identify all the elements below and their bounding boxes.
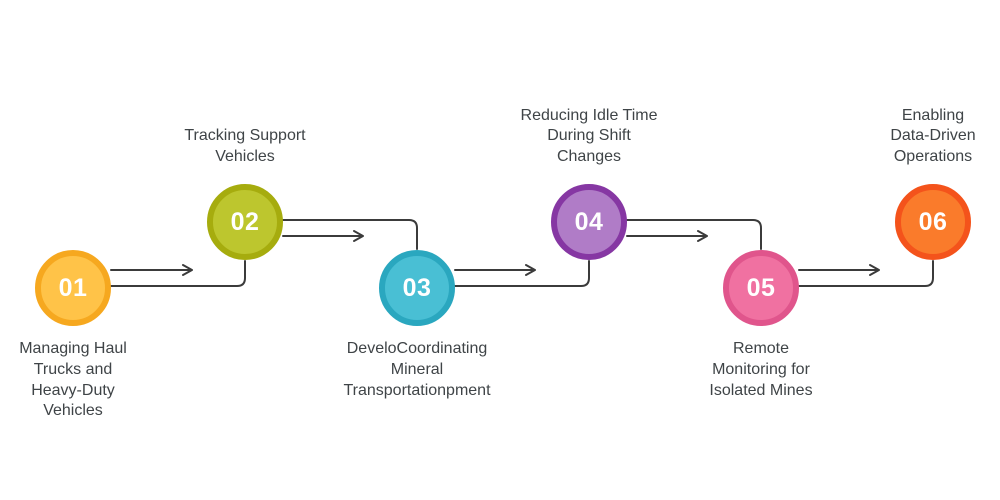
step-03-circle: 03 (379, 250, 455, 326)
step-04-label: Reducing Idle Time During Shift Changes (520, 106, 658, 166)
step-06-circle: 06 (895, 184, 971, 260)
step-06-number: 06 (918, 207, 948, 236)
arrow-03-04 (454, 264, 536, 276)
arrow-04-05 (626, 230, 708, 242)
arrow-02-03 (282, 230, 364, 242)
step-05-circle: 05 (723, 250, 799, 326)
step-03: 03 DeveloCoordinating Mineral Transporta… (343, 250, 491, 399)
connector-01-02 (110, 260, 246, 287)
arrow-05-06 (798, 264, 880, 276)
step-04: 04 Reducing Idle Time During Shift Chang… (521, 107, 657, 260)
step-06-label: Enabling Data-Driven Operations (890, 106, 976, 166)
step-01-number: 01 (58, 273, 88, 302)
step-02: 02 Tracking Support Vehicles (184, 127, 306, 260)
arrow-01-02 (110, 264, 193, 276)
step-06: 06 Enabling Data-Driven Operations (890, 107, 976, 260)
step-02-label: Tracking Support Vehicles (184, 127, 306, 166)
step-03-label: DeveloCoordinating Mineral Transportatio… (343, 340, 491, 399)
connector-03-04 (454, 260, 590, 287)
step-02-number: 02 (230, 207, 260, 236)
step-01-circle: 01 (35, 250, 111, 326)
step-01-label: Managing Haul Trucks and Heavy-Duty Vehi… (19, 340, 127, 420)
step-02-circle: 02 (207, 184, 283, 260)
connector-02-03 (282, 219, 418, 250)
step-04-circle: 04 (551, 184, 627, 260)
step-04-number: 04 (574, 207, 604, 236)
step-05-label: Remote Monitoring for Isolated Mines (709, 340, 813, 399)
connector-04-05 (626, 219, 762, 250)
step-05-number: 05 (746, 273, 776, 302)
step-05: 05 Remote Monitoring for Isolated Mines (709, 250, 813, 399)
step-01: 01 Managing Haul Trucks and Heavy-Duty V… (19, 250, 127, 419)
connector-05-06 (798, 260, 934, 287)
step-03-number: 03 (402, 273, 432, 302)
